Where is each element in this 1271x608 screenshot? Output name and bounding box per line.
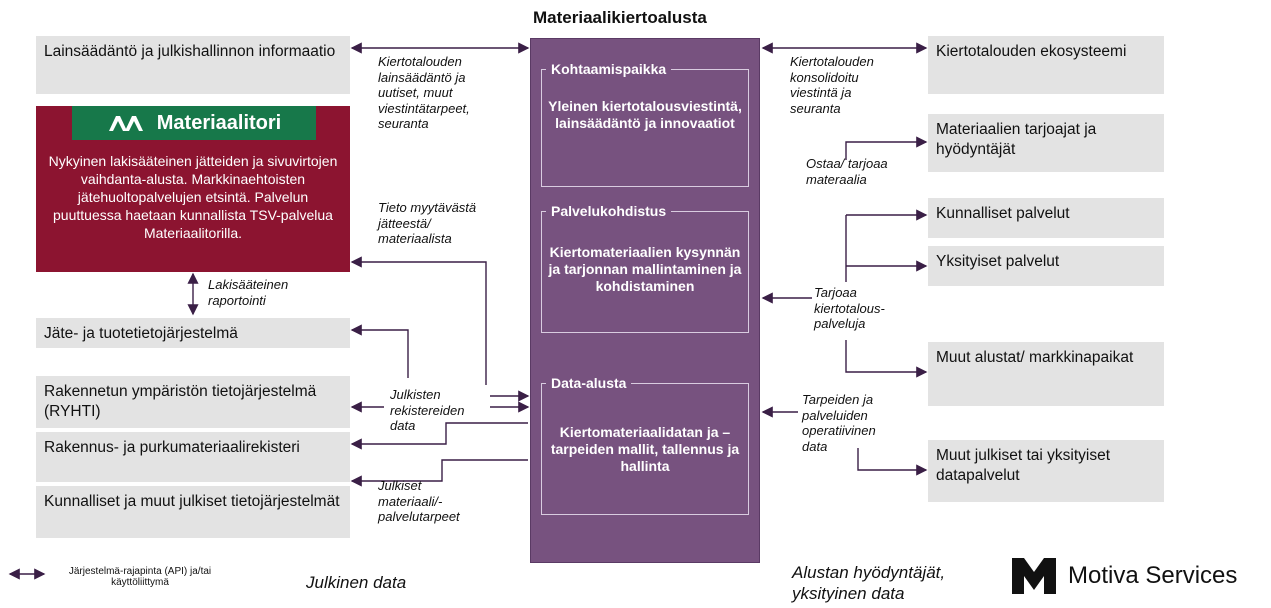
box-tarjoajat: Materiaalien tarjoajat ja hyödyntäjät	[928, 114, 1164, 172]
materiaalitori-box: Materiaalitori Nykyinen lakisääteinen jä…	[36, 106, 350, 272]
section-header: Palvelukohdistus	[546, 200, 672, 222]
box-yksityiset-palvelut: Yksityiset palvelut	[928, 246, 1164, 286]
box-jatetieto: Jäte- ja tuotetietojärjestelmä	[36, 318, 350, 348]
box-ryhti: Rakennetun ympäristön tietojärjestelmä (…	[36, 376, 350, 428]
arrow-tarjoajat	[845, 136, 928, 160]
arrow-muut-alustat	[845, 340, 928, 378]
section-header: Data-alusta	[546, 372, 632, 394]
box-lainsaadanto: Lainsäädäntö ja julkishallinnon informaa…	[36, 36, 350, 94]
footer-julkinen: Julkinen data	[306, 573, 407, 592]
label-left-top: Kiertotalouden lainsäädäntö ja uutiset, …	[378, 54, 470, 131]
box-datapalvelut: Muut julkiset tai yksityiset datapalvelu…	[928, 440, 1164, 502]
section-kohtaamispaikka: Kohtaamispaikka Yleinen kiertotalousvies…	[541, 58, 749, 187]
materiaalitori-description: Nykyinen lakisääteinen jätteiden ja sivu…	[48, 153, 338, 241]
motiva-logo: Motiva Services	[1010, 556, 1237, 596]
arrow-tieto	[350, 256, 487, 385]
box-kunnalliset: Kunnalliset ja muut julkiset tietojärjes…	[36, 486, 350, 538]
box-muut-alustat: Muut alustat/ markkinapaikat	[928, 342, 1164, 406]
label-ostaa: Ostaa/ tarjoaa materaalia	[806, 156, 888, 187]
materiaalitori-icon	[108, 116, 143, 131]
box-kunnalliset-palvelut: Kunnalliset palvelut	[928, 198, 1164, 238]
section-text: Yleinen kiertotalousviestintä, lainsäädä…	[548, 98, 742, 131]
box-ekosysteemi: Kiertotalouden ekosysteemi	[928, 36, 1164, 94]
materiaalitori-logo-text: Materiaalitori	[156, 112, 282, 134]
arrow-rakennus	[350, 422, 528, 450]
label-tarjoaa: Tarjoaa kiertotalous- palveluja	[814, 285, 885, 331]
section-header: Kohtaamispaikka	[546, 58, 672, 80]
label-lakisaateinen: Lakisääteinen raportointi	[208, 277, 289, 308]
label-right-top: Kiertotalouden konsolidoitu viestintä ja…	[790, 54, 874, 116]
legend-text: Järjestelmä-rajapinta (API) ja/tai käytt…	[68, 566, 212, 588]
box-rakennus: Rakennus- ja purkumateriaalirekisteri	[36, 432, 350, 482]
arrow-julkiset-tarpeet	[350, 459, 528, 487]
arrow-jatetieto	[350, 324, 409, 378]
section-text: Kiertomateriaalien kysynnän ja tarjonnan…	[548, 244, 742, 294]
diagram-title: Materiaalikiertoalusta	[533, 8, 707, 27]
section-data-alusta: Data-alusta Kiertomateriaalidatan ja –ta…	[541, 372, 749, 515]
section-text: Kiertomateriaalidatan ja –tarpeiden mall…	[550, 424, 740, 474]
platform-box: Kohtaamispaikka Yleinen kiertotalousvies…	[530, 38, 760, 563]
footer-alustan: Alustan hyödyntäjät, yksityinen data	[792, 563, 946, 603]
materiaalitori-logo: Materiaalitori	[72, 106, 316, 140]
motiva-icon	[1012, 558, 1056, 594]
label-tieto: Tieto myytävästä jätteestä/ materiaalist…	[378, 200, 477, 246]
arrow-datapalvelut	[857, 448, 928, 476]
label-julkiset-tarpeet: Julkiset materiaali/- palvelutarpeet	[378, 478, 460, 524]
section-palvelukohdistus: Palvelukohdistus Kiertomateriaalien kysy…	[541, 200, 749, 333]
label-julkisten: Julkisten rekistereiden data	[390, 387, 465, 433]
label-tarpeiden: Tarpeiden ja palveluiden operatiivinen d…	[802, 392, 876, 454]
motiva-logo-text: Motiva Services	[1068, 562, 1238, 589]
